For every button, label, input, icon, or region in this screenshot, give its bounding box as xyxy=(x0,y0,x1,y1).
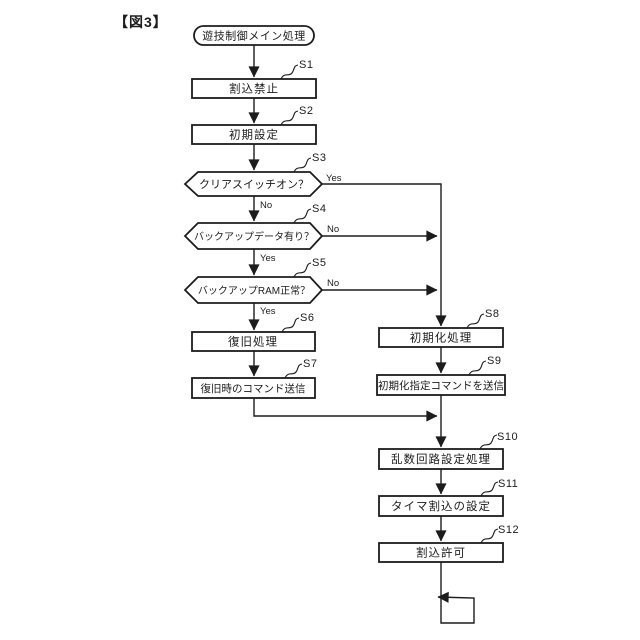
node-label-s4: バックアップデータ有り？ xyxy=(194,230,314,243)
process-box-s2 xyxy=(191,124,317,145)
node-label-s6: 復旧処理 xyxy=(228,335,278,349)
leader-squiggle-s7 xyxy=(284,363,303,379)
node-label-s7: 復旧時のコマンド送信 xyxy=(201,382,306,395)
connector-s3-yes-to-s8 xyxy=(322,183,447,327)
node-s12: 割込許可 S12 xyxy=(378,524,519,563)
step-ref-s3: S3 xyxy=(312,152,326,164)
node-label-s5: バックアップRAM正常？ xyxy=(198,284,310,297)
leader-squiggle-s1 xyxy=(280,64,299,80)
figure-title: 【図3】 xyxy=(114,14,168,30)
leader-squiggle-s11 xyxy=(480,481,499,497)
node-s11: タイマ割込の設定 S11 xyxy=(378,478,518,517)
node-s8: 初期化処理 S8 xyxy=(378,308,504,348)
step-ref-s4: S4 xyxy=(312,203,326,215)
branch-label-s3-no: No xyxy=(260,200,272,211)
step-ref-s9: S9 xyxy=(487,355,501,367)
leader-squiggle-s10 xyxy=(479,434,498,450)
branch-label-s3-yes: Yes xyxy=(326,173,342,184)
process-box-s9 xyxy=(376,374,506,396)
step-ref-s5: S5 xyxy=(312,257,326,269)
step-ref-s6: S6 xyxy=(300,312,314,324)
node-label-s11: タイマ割込の設定 xyxy=(391,499,491,513)
node-s6: 復旧処理 S6 xyxy=(191,312,316,352)
leader-squiggle-s2 xyxy=(280,110,299,126)
node-s2: 初期設定 S2 xyxy=(191,105,317,145)
node-label-s2: 初期設定 xyxy=(229,128,279,142)
step-ref-s7: S7 xyxy=(303,358,317,370)
process-box-s7 xyxy=(191,377,316,399)
process-box-s6 xyxy=(191,331,316,352)
step-ref-s1: S1 xyxy=(299,59,313,71)
branch-label-s5-no: No xyxy=(327,278,339,289)
step-ref-s12: S12 xyxy=(498,524,519,536)
connectors xyxy=(248,45,475,624)
node-label-s12: 割込許可 xyxy=(416,546,466,560)
leader-squiggle-s6 xyxy=(281,317,300,333)
decision-hexagon-s5 xyxy=(183,276,324,304)
step-ref-s2: S2 xyxy=(299,105,313,117)
node-s5: バックアップRAM正常？ S5 No Yes xyxy=(183,257,339,317)
terminal-shape xyxy=(193,25,315,46)
connector-s7-to-merge xyxy=(253,398,438,422)
step-ref-s11: S11 xyxy=(498,478,518,490)
connector-endless-loop xyxy=(437,562,475,624)
decision-hexagon-s3 xyxy=(183,171,324,197)
start-terminal: 遊技制御メイン処理 xyxy=(193,25,315,46)
node-label-s10: 乱数回路設定処理 xyxy=(391,452,491,466)
leader-squiggle-s3 xyxy=(293,157,312,173)
process-box-s12 xyxy=(378,542,504,563)
node-s3: クリアスイッチオン？ S3 Yes No xyxy=(183,152,342,211)
decision-hexagon-s4 xyxy=(183,222,324,250)
process-box-s10 xyxy=(378,448,504,470)
leader-squiggle-s4 xyxy=(293,208,312,224)
node-s4: バックアップデータ有り？ S4 No Yes xyxy=(183,203,339,264)
branch-label-s4-no: No xyxy=(327,224,339,235)
step-ref-s10: S10 xyxy=(497,431,518,443)
branch-label-s5-yes: Yes xyxy=(260,306,276,317)
node-label-s3: クリアスイッチオン？ xyxy=(199,178,309,191)
process-box-s11 xyxy=(378,495,504,517)
node-s1: 割込禁止 S1 xyxy=(191,59,317,99)
step-ref-s8: S8 xyxy=(485,308,499,320)
node-label-s8: 初期化処理 xyxy=(410,331,473,345)
leader-squiggle-s12 xyxy=(480,528,499,544)
leader-squiggle-s8 xyxy=(466,313,485,329)
node-s9: 初期化指定コマンドを送信 S9 xyxy=(376,355,506,396)
node-s7: 復旧時のコマンド送信 S7 xyxy=(191,358,317,399)
terminal-label: 遊技制御メイン処理 xyxy=(202,29,306,43)
process-box-s8 xyxy=(378,327,504,348)
leader-squiggle-s9 xyxy=(468,360,487,376)
node-s10: 乱数回路設定処理 S10 xyxy=(378,431,518,470)
branch-label-s4-yes: Yes xyxy=(260,253,276,264)
leader-squiggle-s5 xyxy=(293,262,312,278)
node-label-s1: 割込禁止 xyxy=(229,82,279,96)
process-box-s1 xyxy=(191,78,317,99)
node-label-s9: 初期化指定コマンドを送信 xyxy=(378,379,504,392)
